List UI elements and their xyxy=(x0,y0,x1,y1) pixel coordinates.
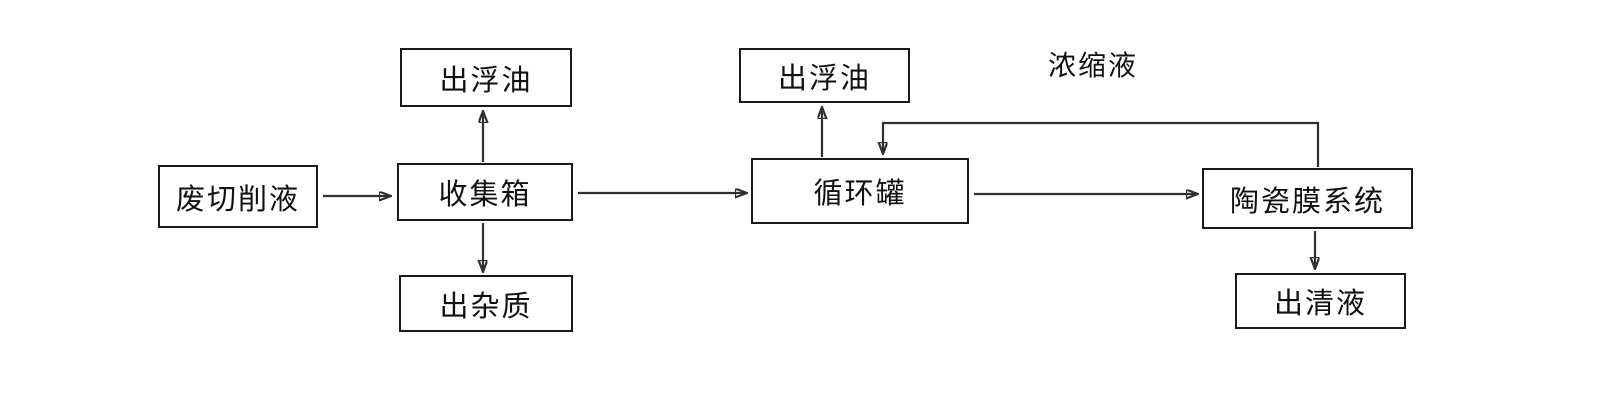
node-label: 收集箱 xyxy=(438,179,532,211)
edge-label-concentrate: 浓缩液 xyxy=(1048,50,1139,81)
node-label: 出清液 xyxy=(1273,288,1367,320)
node-ceramic-membrane-system: 陶瓷膜系统 xyxy=(1202,168,1413,229)
node-circulation-tank: 循环罐 xyxy=(751,158,969,224)
node-label: 出杂质 xyxy=(439,290,533,323)
node-label: 出浮油 xyxy=(439,64,533,97)
node-label: 废切削液 xyxy=(175,183,300,216)
node-impurity-out: 出杂质 xyxy=(399,275,573,332)
node-waste-cutting-fluid: 废切削液 xyxy=(158,165,318,228)
node-clear-liquid-out: 出清液 xyxy=(1235,273,1406,329)
node-collection-tank: 收集箱 xyxy=(397,163,573,221)
node-label: 陶瓷膜系统 xyxy=(1229,185,1385,218)
node-floating-oil-out-1: 出浮油 xyxy=(400,48,572,107)
node-label: 出浮油 xyxy=(777,62,871,95)
node-floating-oil-out-2: 出浮油 xyxy=(739,48,910,103)
edge-concentrate-recycle xyxy=(883,121,1320,167)
node-label: 循环罐 xyxy=(813,178,907,210)
